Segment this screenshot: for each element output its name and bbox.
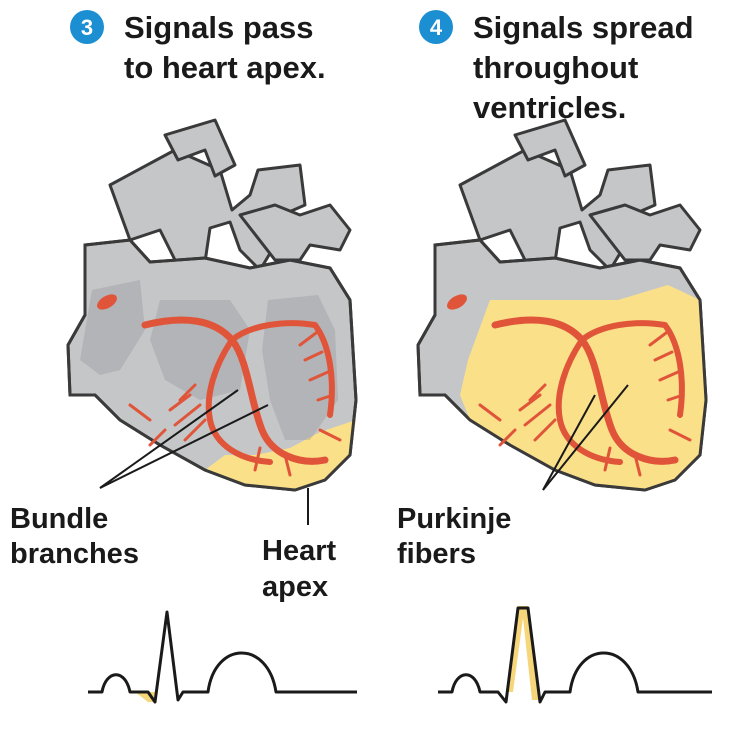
heart-apex-label-line-2: apex: [262, 571, 328, 603]
step-badge-circle: [419, 10, 453, 44]
ecg-waveform: [88, 610, 357, 704]
sa-node: [447, 294, 467, 310]
ecg-trace-4: [438, 606, 712, 704]
panel-step-4: 4 Signals spread throughout ventricles. …: [397, 10, 712, 704]
activated-ventricles-region: [460, 285, 706, 490]
step-badge-circle: [70, 10, 104, 44]
purkinje-fibers-label-line-1: Purkinje: [397, 503, 511, 535]
step-title-line-1: Signals pass: [124, 10, 314, 45]
step-title-line-1: Signals spread: [473, 10, 694, 45]
step-badge-3: 3: [70, 10, 104, 44]
purkinje-fibers-label-line-2: fibers: [397, 538, 476, 570]
bundle-branches-label-line-1: Bundle: [10, 503, 108, 535]
heart-apex-label-line-1: Heart: [262, 535, 336, 567]
step-title-line-3: ventricles.: [473, 90, 626, 125]
bundle-branches-label-line-2: branches: [10, 538, 139, 570]
step-number: 3: [81, 15, 93, 40]
heart-illustration-4: [416, 118, 708, 492]
step-badge-4: 4: [419, 10, 453, 44]
ecg-waveform: [438, 606, 712, 704]
sa-node: [97, 294, 117, 310]
ecg-trace-3: [88, 610, 357, 704]
step-title-line-2: throughout: [473, 50, 638, 85]
bundle-branches-pointer: [99, 389, 269, 489]
heart-illustration-3: [66, 118, 358, 492]
step-number: 4: [430, 15, 443, 40]
panel-step-3: 3 Signals pass to heart apex. Bundle bra…: [10, 10, 358, 704]
step-title-line-2: to heart apex.: [124, 50, 326, 85]
purkinje-fibers-pointer: [542, 384, 629, 491]
